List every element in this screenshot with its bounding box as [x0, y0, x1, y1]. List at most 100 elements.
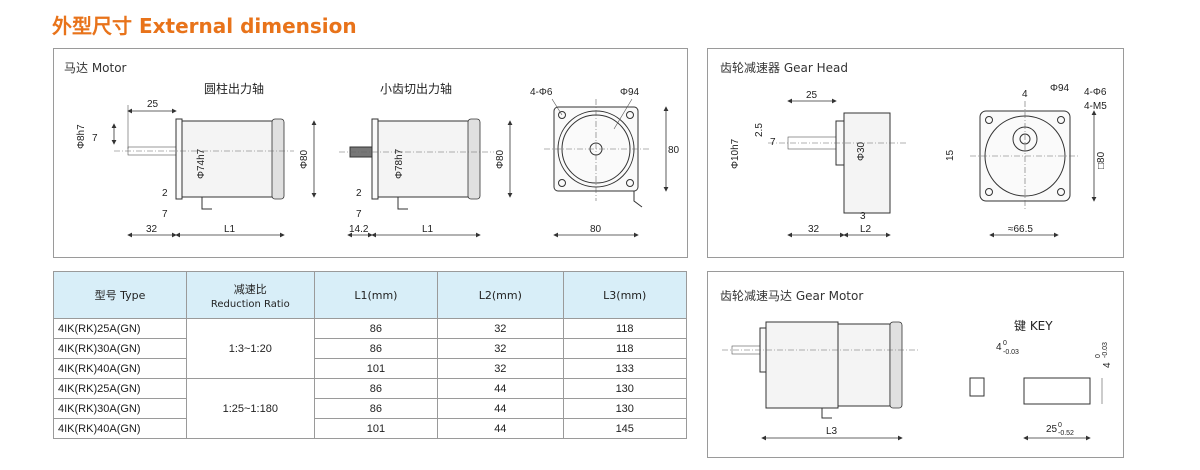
gear-head-side-view: 25 Φ10h7 2.5 7 Φ30 3 32 L2: [730, 90, 908, 238]
gear-motor-drawings: L3 键 KEY 4 0 -0.03 4 0 -0.03 25 0 -0.52: [722, 319, 1113, 441]
motor-dim-gear-dia: Φ78h7: [394, 148, 405, 179]
gh-dim-7: 7: [770, 137, 776, 148]
table-row: 4IK(RK)30A(GN) 86 44 130: [53, 398, 687, 419]
table-row: 4IK(RK)40A(GN) 101 32 133: [53, 358, 687, 379]
page-title: 外型尺寸 External dimension: [52, 14, 357, 38]
motor-dim-32: 32: [146, 224, 158, 235]
table-row: 4IK(RK)25A(GN) 1:25~1:180 86 44 130: [53, 378, 687, 439]
motor-dim-80c: 80: [668, 145, 680, 156]
gh-dim-15: 15: [945, 149, 956, 161]
key-label: 键 KEY: [1014, 319, 1053, 333]
motor-dim-80b: Φ80: [495, 149, 506, 169]
gh-dim-3: 3: [860, 211, 866, 222]
motor-front-view: 4-Φ6 Φ94 80 80: [530, 87, 680, 238]
gear-head-panel: 齿轮减速器 Gear Head 25 Φ10h7 2.5 7 Φ30 3 32 …: [707, 48, 1124, 258]
cell-type: 4IK(RK)25A(GN): [53, 318, 187, 339]
gh-dim-approx: ≈66.5: [1008, 224, 1033, 235]
gear-motor-panel: 齿轮减速马达 Gear Motor L3 键 KEY 4 0 -0.03 4 0…: [707, 271, 1124, 458]
gh-dim-25: 25: [806, 90, 818, 101]
col-ratio: 减速比 Reduction Ratio: [185, 271, 315, 319]
cell-l1: 86: [313, 318, 439, 339]
key-height-tol-low: -0.03: [1102, 342, 1109, 358]
cell-l1: 86: [313, 378, 439, 399]
motor-dim-14: 14.2: [349, 224, 369, 235]
col-l3: L3(mm): [562, 271, 687, 319]
cell-type: 4IK(RK)40A(GN): [53, 418, 187, 439]
col-type: 型号 Type: [53, 271, 187, 319]
gear-head-panel-label: 齿轮减速器 Gear Head: [720, 61, 848, 75]
gear-motor-panel-label: 齿轮减速马达 Gear Motor: [720, 289, 864, 303]
cell-l2: 32: [437, 338, 564, 359]
gh-dim-screws: 4-M5: [1084, 101, 1107, 112]
key-length: 25: [1046, 424, 1058, 435]
table-row: 4IK(RK)25A(GN) 1:3~1:20 86 32 118: [53, 318, 687, 379]
key-length-tol-up: 0: [1058, 422, 1062, 429]
spec-table: 型号 Type 减速比 Reduction Ratio L1(mm) L2(mm…: [53, 271, 687, 439]
motor-drawings: 圆柱出力轴 25 Φ8h7 7 Φ74h7 Φ80 2 7 32 L1: [76, 81, 680, 238]
cell-l1: 101: [313, 358, 439, 379]
motor-dim-body-dia: Φ74h7: [196, 148, 207, 179]
cell-l3: 133: [562, 358, 687, 379]
key-width-tol-low: -0.03: [1003, 349, 1019, 356]
gh-dim-25b: 2.5: [754, 123, 765, 137]
col-ratio-cn: 减速比: [233, 282, 267, 296]
col-l2: L2(mm): [437, 271, 564, 319]
gear-head-drawings: 25 Φ10h7 2.5 7 Φ30 3 32 L2 4 Φ94 4-Φ6: [730, 83, 1107, 238]
gh-dim-4: 4: [1022, 89, 1028, 100]
cell-l3: 130: [562, 378, 687, 399]
gh-dim-shaft-dia: Φ10h7: [730, 138, 741, 169]
cell-type: 4IK(RK)40A(GN): [53, 358, 187, 379]
table-row: 4IK(RK)40A(GN) 101 44 145: [53, 418, 687, 439]
key-width: 4: [996, 342, 1002, 353]
gear-head-front-view: 4 Φ94 4-Φ6 4-M5 15 □80 ≈66.5: [945, 83, 1107, 238]
motor-dim-pcd: Φ94: [620, 87, 640, 98]
motor-dim-7a: 7: [92, 133, 98, 144]
key-height: 4: [1102, 362, 1113, 368]
motor-dim-2b: 2: [356, 188, 362, 199]
gh-dim-L2: L2: [860, 224, 872, 235]
cell-type: 4IK(RK)30A(GN): [53, 398, 187, 419]
key-width-tol-up: 0: [1003, 340, 1007, 347]
cell-l2: 44: [437, 398, 564, 419]
table-row: 4IK(RK)30A(GN) 86 32 118: [53, 338, 687, 359]
motor-dim-80a: Φ80: [299, 149, 310, 169]
motor-dim-25: 25: [147, 99, 159, 110]
gear-shaft-label: 小齿切出力轴: [380, 81, 452, 96]
motor-dim-L1b: L1: [422, 224, 434, 235]
cell-l2: 32: [437, 358, 564, 379]
motor-panel-label: 马达 Motor: [64, 61, 127, 75]
cell-l1: 86: [313, 338, 439, 359]
motor-dim-shaft-dia: Φ8h7: [76, 124, 87, 149]
cell-l1: 101: [313, 418, 439, 439]
motor-dim-holes: 4-Φ6: [530, 87, 553, 98]
cell-l3: 145: [562, 418, 687, 439]
cell-l2: 44: [437, 378, 564, 399]
gh-dim-boss: Φ30: [856, 141, 867, 161]
gh-dim-32: 32: [808, 224, 820, 235]
cell-ratio: 1:25~1:180: [185, 378, 315, 439]
gh-dim-pcd: Φ94: [1050, 83, 1070, 94]
round-shaft-label: 圆柱出力轴: [204, 81, 264, 96]
col-l1: L1(mm): [313, 271, 439, 319]
cell-l3: 130: [562, 398, 687, 419]
cell-ratio: 1:3~1:20: [185, 318, 315, 379]
spec-table-header: 型号 Type 减速比 Reduction Ratio L1(mm) L2(mm…: [53, 271, 687, 319]
gh-dim-80: □80: [1096, 151, 1107, 169]
cell-l2: 44: [437, 418, 564, 439]
key-length-tol-low: -0.52: [1058, 430, 1074, 437]
cell-l2: 32: [437, 318, 564, 339]
motor-dim-7b: 7: [162, 209, 168, 220]
key-drawings: 键 KEY 4 0 -0.03 4 0 -0.03 25 0 -0.52: [969, 319, 1113, 441]
col-ratio-en: Reduction Ratio: [210, 298, 290, 310]
gh-dim-holes: 4-Φ6: [1084, 87, 1107, 98]
cell-l3: 118: [562, 318, 687, 339]
motor-panel: 马达 Motor 圆柱出力轴 25 Φ8h7 7 Φ74h7 Φ80 2 7: [53, 48, 688, 258]
motor-round-shaft-drawing: 25 Φ8h7 7 Φ74h7 Φ80 2 7 32 L1: [76, 99, 317, 238]
motor-dim-7c: 7: [356, 209, 362, 220]
motor-dim-L1a: L1: [224, 224, 236, 235]
cell-l1: 86: [313, 398, 439, 419]
cell-l3: 118: [562, 338, 687, 359]
key-height-tol-up: 0: [1095, 354, 1102, 358]
cell-type: 4IK(RK)30A(GN): [53, 338, 187, 359]
motor-dim-80d: 80: [590, 224, 602, 235]
